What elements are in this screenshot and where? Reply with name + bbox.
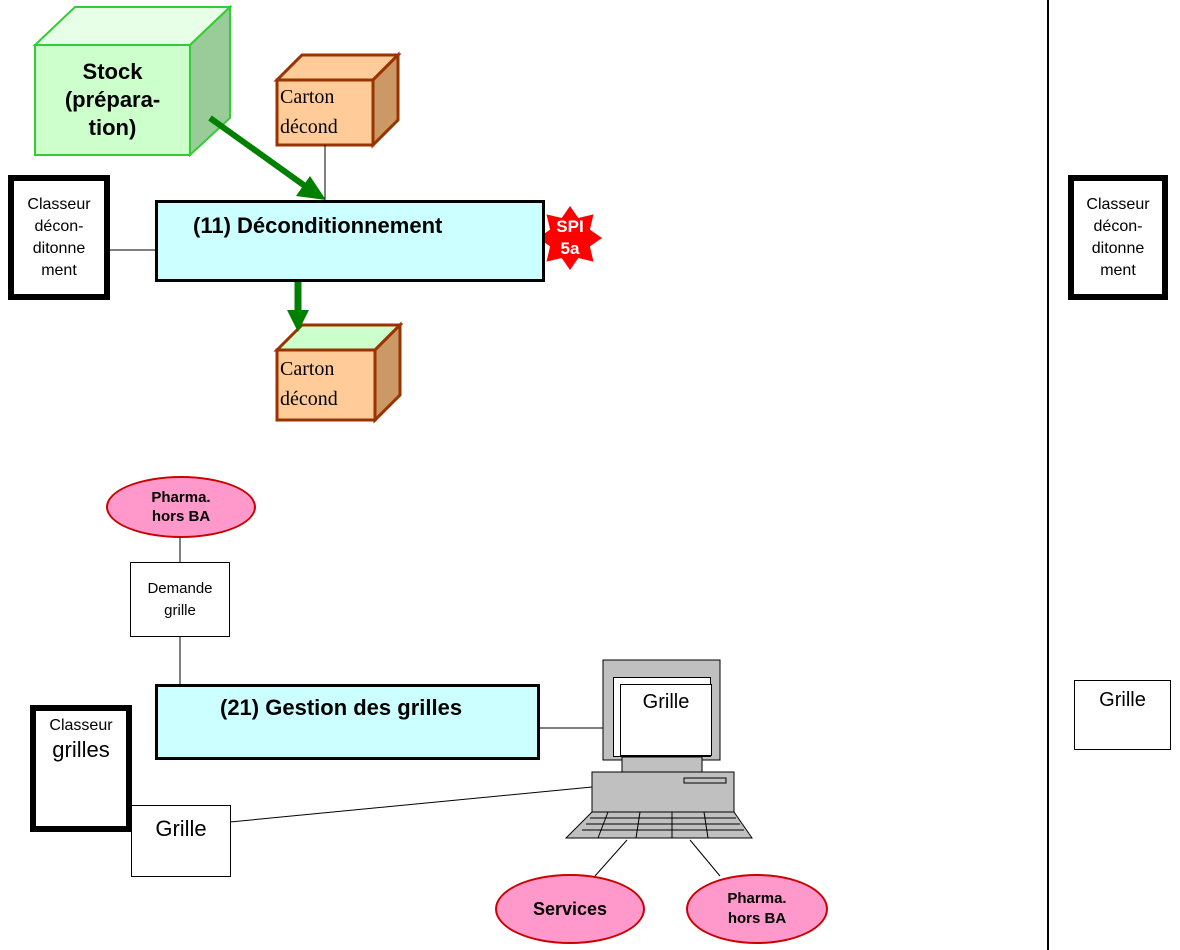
binder-right-line3: ditonne [1091, 239, 1145, 257]
binder-grilles-line2: grilles [52, 737, 110, 762]
binder-left-line4: ment [41, 261, 77, 279]
services-ellipse[interactable]: Services [495, 874, 645, 944]
connector-computer-pharma [689, 839, 721, 877]
binder-left-line1: Classeur [27, 195, 91, 213]
carton-top-label: Carton décond [280, 82, 374, 142]
carton-top-line1: Carton [280, 86, 335, 108]
arrow-process-to-carton [287, 282, 309, 332]
stock-label: Stock (prépara- tion) [35, 45, 190, 155]
binder-grilles: Classeur grilles [30, 705, 132, 832]
grille-document-left: Grille [131, 805, 231, 877]
grille-document-right: Grille [1074, 680, 1171, 750]
process-11-label: (11) Déconditionnement [193, 213, 443, 238]
services-label: Services [532, 898, 608, 919]
spi-starburst [538, 206, 602, 270]
connector-computer-services [594, 839, 628, 877]
pharma-hors-ba-bottom[interactable]: Pharma. hors BA [686, 874, 828, 944]
process-21-label: (21) Gestion des grilles [220, 695, 463, 720]
carton-top-box [273, 51, 402, 149]
demande-grille-line1: Demande [147, 579, 213, 597]
grille-right-label: Grille [1099, 689, 1146, 711]
demande-grille-line2: grille [164, 601, 196, 619]
pharma-bottom-line2: hors BA [727, 910, 787, 927]
binder-grilles-line1: Classeur [49, 717, 113, 734]
stock-label-line2: (prépara- [64, 87, 161, 112]
spi-badge: SPI 5a [538, 208, 602, 268]
binder-left-line2: décon- [34, 217, 84, 235]
process-21-box[interactable]: (21) Gestion des grilles [155, 684, 540, 760]
pharma-top-line1: Pharma. [151, 489, 211, 506]
connector-grille-computer [229, 786, 593, 823]
arrow-stock-to-process [208, 115, 326, 200]
binder-right-line4: ment [1100, 261, 1136, 279]
stock-cube [32, 4, 233, 158]
computer-screen-grille-front: Grille [620, 684, 712, 756]
process-11-box[interactable]: (11) Déconditionnement [155, 200, 545, 282]
carton-bottom-line2: décond [280, 388, 338, 410]
stock-label-line3: tion) [88, 115, 137, 140]
binder-right-line2: décon- [1093, 217, 1143, 235]
binder-left-line3: ditonne [32, 239, 86, 257]
binder-deconditionnement-left: Classeur décon- ditonne ment [8, 175, 110, 300]
carton-bottom-line1: Carton [280, 358, 335, 380]
stock-label-line1: Stock [82, 59, 143, 84]
binder-deconditionnement-right: Classeur décon- ditonne ment [1068, 175, 1168, 300]
pharma-bottom-line1: Pharma. [727, 890, 787, 907]
demande-grille-document: Demande grille [130, 562, 230, 637]
spi-badge-line1: SPI [556, 217, 584, 236]
pharma-hors-ba-top[interactable]: Pharma. hors BA [106, 476, 256, 538]
spi-badge-line2: 5a [560, 239, 580, 258]
grille-left-label: Grille [155, 816, 207, 841]
carton-top-line2: décond [280, 116, 338, 138]
computer-screen-label: Grille [642, 691, 690, 713]
carton-bottom-box [273, 321, 404, 424]
carton-bottom-label: Carton décond [280, 354, 374, 414]
binder-right-line1: Classeur [1086, 195, 1150, 213]
pharma-top-line2: hors BA [151, 508, 211, 525]
